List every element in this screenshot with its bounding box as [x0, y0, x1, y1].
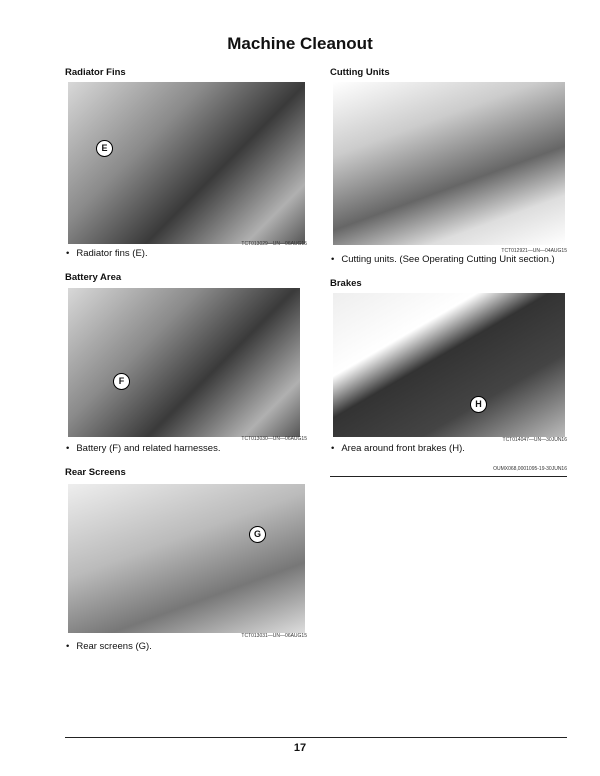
document-ref: OUMX068,0001095-19-30JUN16 — [493, 466, 567, 472]
radiator-photo — [68, 82, 305, 244]
figure-ref: TCT013029—UN—06AUG15 — [241, 241, 307, 247]
callout-g: G — [249, 526, 266, 543]
bullet-radiator: Radiator fins (E). — [66, 248, 147, 259]
cutting-units-photo — [333, 82, 565, 245]
section-heading-battery: Battery Area — [65, 272, 122, 283]
section-heading-rear-screens: Rear Screens — [65, 467, 126, 478]
callout-f: F — [113, 373, 130, 390]
page-title: Machine Cleanout — [227, 34, 373, 53]
bullet-brakes: Area around front brakes (H). — [331, 443, 465, 454]
section-divider — [330, 476, 567, 477]
bullet-rear-screens: Rear screens (G). — [66, 641, 152, 652]
bullet-cutting-units: Cutting units. (See Operating Cutting Un… — [331, 254, 554, 265]
figure-ref: TCT013031—UN—06AUG15 — [241, 633, 307, 639]
battery-photo — [68, 288, 300, 437]
callout-e: E — [96, 140, 113, 157]
figure-ref: TCT014047—UN—30JUN16 — [502, 437, 567, 443]
figure-ref: TCT012921—UN—04AUG15 — [501, 248, 567, 254]
page-number: 17 — [293, 742, 307, 754]
brakes-photo — [333, 293, 565, 437]
section-heading-brakes: Brakes — [330, 278, 362, 289]
section-heading-radiator: Radiator Fins — [65, 67, 126, 78]
bullet-battery: Battery (F) and related harnesses. — [66, 443, 220, 454]
rear-screens-photo — [68, 484, 305, 633]
figure-ref: TCT013030—UN—06AUG15 — [241, 436, 307, 442]
callout-h: H — [470, 396, 487, 413]
footer-rule — [65, 737, 567, 738]
section-heading-cutting-units: Cutting Units — [330, 67, 390, 78]
